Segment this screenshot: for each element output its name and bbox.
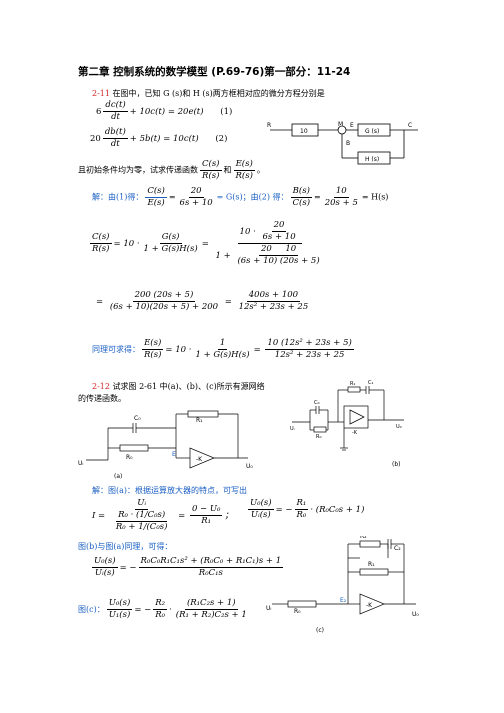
cr-derivation-line-2: = 200 (20s + 5)(6s + 10)(20s + 5) + 200 … [96,290,309,312]
solution-b-transfer: U₀(s)Uᵢ(s)= −R₀C₀R₁C₁s² + (R₀C₀ + R₁C₁)s… [92,556,284,578]
circuit-a: C₀ R₁ R₀ Uᵢ E -K U₀ (a) [78,410,253,480]
solution-b-text: 图(b)与图(a)同理，可得： [78,542,173,551]
label-B: B [346,140,350,147]
svg-text:C₀: C₀ [314,400,320,406]
svg-text:U₀: U₀ [396,424,402,430]
svg-text:(a): (a) [114,473,122,480]
svg-text:R₁: R₁ [368,561,375,568]
svg-text:R₂: R₂ [360,536,367,540]
svg-text:C₁: C₁ [368,380,374,386]
problem-text: 在图中，已知 G (s)和 H (s)两方框相对应的微分方程分别是 [112,89,325,98]
label-C: C [408,122,412,129]
solution-a-text: 解：图(a)：根据运算放大器的特点，可写出 [92,486,248,495]
block-diagram: R 10 M E G (s) C B H (s) [267,121,418,165]
svg-text:R₁: R₁ [196,417,203,424]
svg-text:E: E [172,451,176,458]
svg-text:-K: -K [352,430,358,436]
block-10: 10 [300,128,308,135]
svg-text:Uᵢ: Uᵢ [266,605,271,612]
circuit-b: R₁ C₁ C₀ R₀ Uᵢ U₀ -K (b) [290,380,404,468]
svg-text:R₀: R₀ [126,454,133,461]
circuit-c: R₂ C₂ R₁ R₀ Uᵢ E₂ -K U₀ (c) [266,536,419,634]
page-title: 第二章 控制系统的数学模型 (P.69-76)第一部分：11-24 [78,66,351,78]
svg-text:(b): (b) [392,461,401,468]
svg-text:R₀: R₀ [316,434,321,440]
svg-text:R₀: R₀ [294,608,301,615]
svg-text:E₂: E₂ [340,597,347,604]
svg-text:R₁: R₁ [350,381,355,387]
problem-2-12-statement-2: 的传递函数。 [78,394,126,403]
problem-2-12-statement: 2-12 试求图 2-61 中(a)、(b)、(c)所示有源网络 [92,382,265,391]
svg-text:C₀: C₀ [134,415,141,422]
svg-text:Uᵢ: Uᵢ [78,460,83,467]
svg-text:C₂: C₂ [394,545,401,552]
svg-text:U₀: U₀ [246,463,253,470]
svg-text:Uᵢ: Uᵢ [290,426,295,432]
block-H: H (s) [365,156,379,163]
label-R: R [267,122,271,129]
label-E: E [350,122,354,129]
problem-2-11-statement: 2-11 在图中，已知 G (s)和 H (s)两方框相对应的微分方程分别是 [92,89,325,99]
svg-text:(c): (c) [316,627,324,634]
label-M: M [338,121,343,128]
svg-text:-K: -K [196,456,203,463]
svg-text:U₀: U₀ [412,611,419,618]
svg-text:-K: -K [366,602,373,609]
problem-tag: 2-11 [92,89,110,98]
block-G: G (s) [365,128,379,135]
